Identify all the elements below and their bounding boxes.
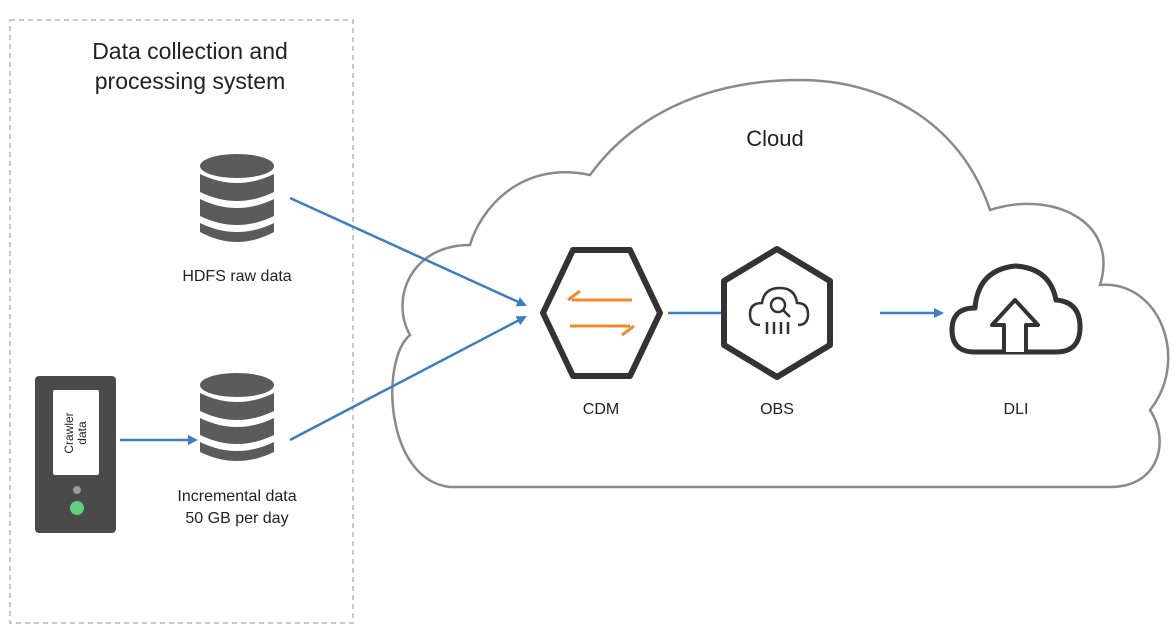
arrow-incremental-to-cdm (289, 315, 527, 442)
service-label-cdm: CDM (582, 401, 620, 418)
service-label-dli: DLI (1003, 401, 1029, 418)
hdfs-database-icon (200, 154, 274, 242)
incremental-label: Incremental data 50 GB per day (137, 486, 337, 530)
crawler-label-line2: data (75, 421, 89, 445)
obs-icon (721, 246, 833, 380)
crawler-label: Crawler data (55, 394, 97, 472)
hdfs-label: HDFS raw data (182, 268, 292, 285)
cdm-icon (540, 247, 663, 379)
cloud-label: Cloud (746, 126, 804, 151)
system-title-line1: Data collection and (92, 38, 288, 64)
service-label-obs: OBS (760, 401, 794, 418)
incremental-database-icon (200, 373, 274, 461)
incremental-label-line2: 50 GB per day (185, 510, 289, 527)
arrow-hdfs-to-cdm (289, 196, 527, 307)
incremental-label-line1: Incremental data (177, 488, 297, 505)
dli-icon (949, 263, 1083, 355)
system-title: Data collection and processing system (40, 36, 340, 96)
crawler-server-icon (35, 376, 116, 533)
system-title-line2: processing system (94, 68, 286, 94)
system-boundary (9, 19, 354, 624)
